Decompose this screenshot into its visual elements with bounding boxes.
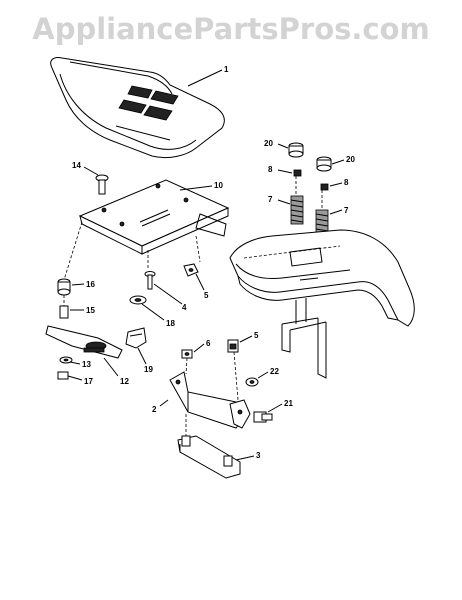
hex-nut-upper [183, 263, 199, 277]
callout-10: 10 [214, 181, 223, 190]
spacer [59, 305, 69, 319]
shoulder-bolt [95, 174, 109, 195]
callout-3: 3 [256, 451, 261, 460]
grommet-right [316, 156, 332, 172]
hinge-bracket [169, 371, 251, 429]
seat-mounting-plate [78, 179, 230, 255]
pivot-bracket [177, 435, 241, 479]
shoulder-screw [253, 411, 273, 423]
seat [50, 57, 225, 159]
lock-nut [57, 371, 69, 380]
callout-12: 12 [120, 377, 129, 386]
slide-bracket [45, 325, 123, 359]
bracket-nut [181, 349, 193, 359]
fender-pan [229, 229, 415, 379]
hex-nut-lower [227, 339, 239, 353]
callout-7b: 7 [344, 206, 349, 215]
flat-washer [129, 295, 147, 305]
callout-13: 13 [82, 360, 91, 369]
callout-4: 4 [182, 303, 187, 312]
callout-15: 15 [86, 306, 95, 315]
callout-21: 21 [284, 399, 293, 408]
spring-nut-right [320, 183, 329, 191]
watermark: AppliancePartsPros.com [32, 12, 430, 46]
callout-8a: 8 [268, 165, 273, 174]
washer [59, 356, 73, 364]
callout-1: 1 [224, 65, 229, 74]
grommet-left [288, 142, 304, 158]
adjustment-knob [125, 327, 147, 349]
spring-nut-left [293, 169, 302, 177]
callout-5a: 5 [204, 291, 209, 300]
bushing [57, 278, 71, 296]
bolt [144, 271, 156, 290]
callout-8b: 8 [344, 178, 349, 187]
callout-7a: 7 [268, 195, 273, 204]
spring-left [290, 195, 304, 225]
callout-5b: 5 [254, 331, 259, 340]
callout-14: 14 [72, 161, 81, 170]
callout-18: 18 [166, 319, 175, 328]
lock-washer [245, 377, 259, 387]
callout-20b: 20 [346, 155, 355, 164]
callout-17: 17 [84, 377, 93, 386]
callout-2: 2 [152, 405, 157, 414]
callout-6: 6 [206, 339, 211, 348]
callout-22: 22 [270, 367, 279, 376]
callout-16: 16 [86, 280, 95, 289]
callout-19: 19 [144, 365, 153, 374]
callout-20a: 20 [264, 139, 273, 148]
